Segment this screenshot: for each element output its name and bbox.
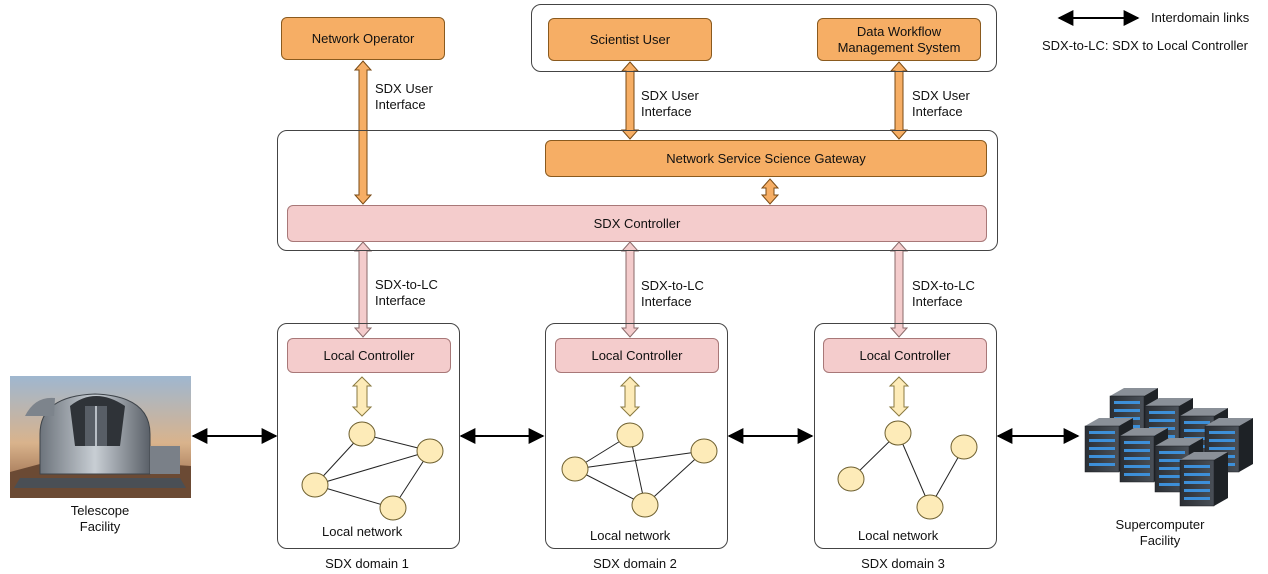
lc-interface-label-2: SDX-to-LC Interface <box>641 278 704 309</box>
lc-interface-label-1: SDX-to-LC Interface <box>375 277 438 308</box>
network-2-node <box>631 492 659 518</box>
local-controller-3-label: Local Controller <box>859 347 951 363</box>
sdx-domain-1-caption: SDX domain 1 <box>325 556 409 571</box>
sdx-to-lc-arrow-1 <box>353 241 373 338</box>
lc-network-arrow-2 <box>619 376 641 417</box>
network-2-link <box>644 450 705 506</box>
network-2-node <box>561 456 589 482</box>
network-1-node <box>379 495 407 521</box>
network-2-node <box>690 438 718 464</box>
network-1-link <box>314 450 431 486</box>
workflow-interface-arrow <box>889 61 909 140</box>
sdx-to-lc-arrow-3 <box>889 241 909 338</box>
lc-network-arrow-1 <box>351 376 373 417</box>
network-3-node <box>837 466 865 492</box>
local-network-label-3: Local network <box>858 528 939 543</box>
local-controller-1-label: Local Controller <box>323 347 415 363</box>
network-3-link <box>897 432 931 508</box>
local-network-label-1: Local network <box>322 524 403 539</box>
network-1-node <box>416 438 444 464</box>
local-network-label-2: Local network <box>590 528 671 543</box>
supercomputer-facility-caption: Supercomputer Facility <box>1115 517 1205 548</box>
sdx-domain-1-frame <box>277 323 460 549</box>
sdx-controller-label: SDX Controller <box>593 215 681 231</box>
sdx-domain-3-caption: SDX domain 3 <box>861 556 945 571</box>
sdx-frame <box>277 130 998 251</box>
operator-interface-arrow <box>353 60 373 205</box>
sdx-to-lc-arrow-2 <box>620 241 640 338</box>
network-1-node <box>348 421 376 447</box>
workflow-system-label: Data Workflow Management System <box>837 23 961 55</box>
network-3-node <box>884 420 912 446</box>
network-operator-box: Network Operator <box>281 17 445 60</box>
science-gateway-label: Network Service Science Gateway <box>666 150 866 166</box>
legend-interdomain-label: Interdomain links <box>1151 10 1250 25</box>
gateway-controller-arrow <box>760 178 780 205</box>
telescope-image <box>10 376 191 498</box>
scientist-user-label: Scientist User <box>589 31 671 47</box>
workflow-interface-label: SDX User Interface <box>912 88 970 119</box>
local-controller-3: Local Controller <box>823 338 987 373</box>
local-controller-2-label: Local Controller <box>591 347 683 363</box>
network-2-node <box>616 422 644 448</box>
local-controller-2: Local Controller <box>555 338 719 373</box>
lc-network-arrow-3 <box>888 376 910 417</box>
network-1-link <box>314 484 394 509</box>
network-1-node <box>301 472 329 498</box>
workflow-system-box: Data Workflow Management System <box>817 18 981 61</box>
scientist-user-box: Scientist User <box>548 18 712 61</box>
telescope-facility-caption: Telescope Facility <box>70 503 130 534</box>
network-operator-label: Network Operator <box>311 30 415 46</box>
network-3-node <box>950 434 978 460</box>
sdx-domain-2-caption: SDX domain 2 <box>593 556 677 571</box>
legend-abbreviation-note: SDX-to-LC: SDX to Local Controller <box>1042 38 1248 53</box>
science-gateway-box: Network Service Science Gateway <box>545 140 987 177</box>
sdx-domain-3-frame <box>814 323 997 549</box>
network-3-node <box>916 494 944 520</box>
sdx-domain-2-frame <box>545 323 728 549</box>
network-2-link <box>574 450 705 470</box>
lc-interface-label-3: SDX-to-LC Interface <box>912 278 975 309</box>
operator-interface-label: SDX User Interface <box>375 81 433 112</box>
scientist-interface-arrow <box>620 61 640 140</box>
local-controller-1: Local Controller <box>287 338 451 373</box>
sdx-controller-box: SDX Controller <box>287 205 987 242</box>
user-group-frame <box>531 4 997 72</box>
scientist-interface-label: SDX User Interface <box>641 88 699 119</box>
supercomputer-image <box>1084 388 1253 507</box>
